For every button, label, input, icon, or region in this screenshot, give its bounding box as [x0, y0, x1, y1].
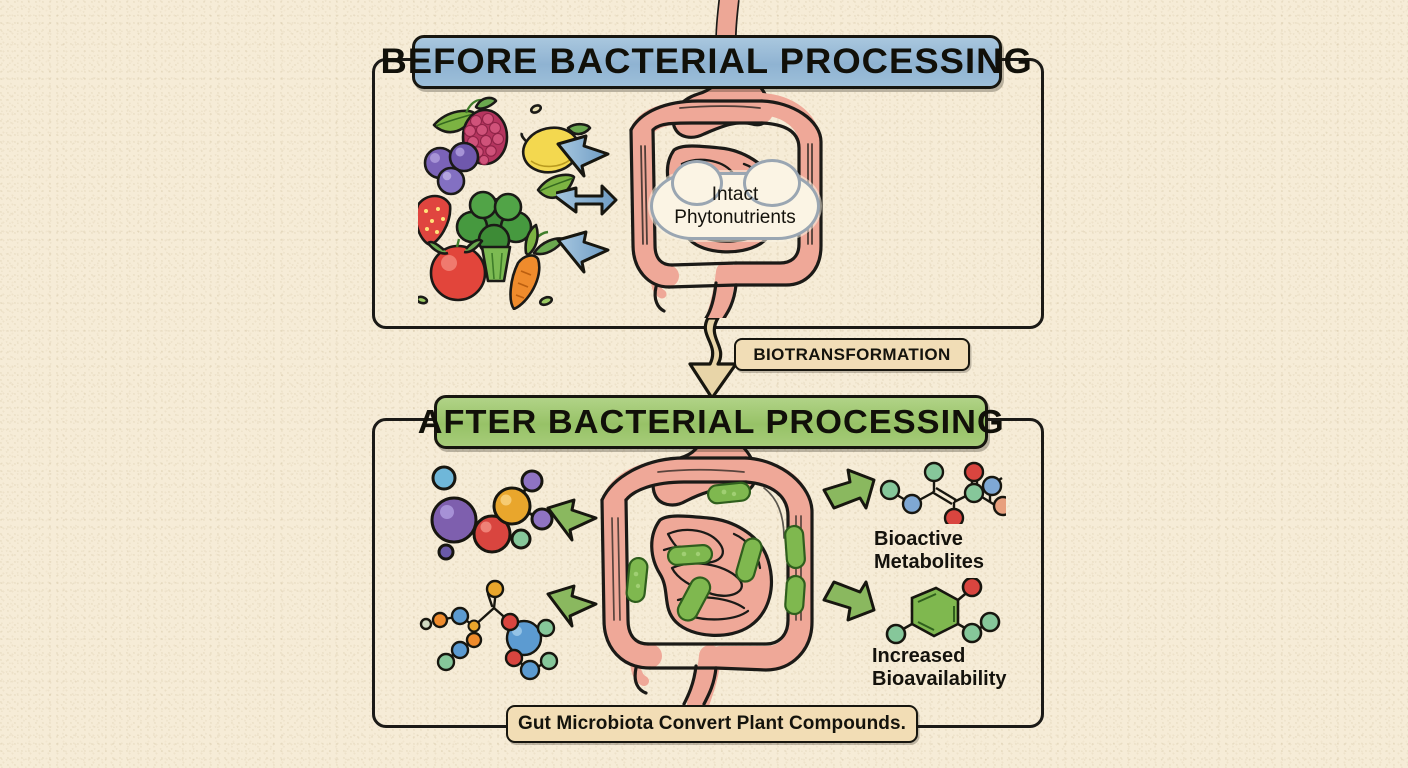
molecule-cluster-large [430, 465, 554, 561]
green-output-arrows [822, 468, 876, 622]
banner-after-bacterial-processing: AFTER BACTERIAL PROCESSING [417, 395, 1003, 449]
plant-foods-illustration [418, 96, 592, 310]
molecule-cluster-small [419, 579, 559, 681]
bioactive-metabolite-molecule [879, 461, 1006, 524]
banner-before-label: BEFORE BACTERIAL PROCESSING [380, 42, 1034, 81]
biotransformation-arrow [688, 318, 738, 400]
blue-input-arrows [556, 134, 618, 274]
callout-bubble [650, 159, 820, 240]
banner-after-label: AFTER BACTERIAL PROCESSING [417, 403, 1005, 440]
caption-label: Gut Microbiota Convert Plant Compounds. [517, 713, 907, 734]
caption-chip: Gut Microbiota Convert Plant Compounds. [506, 705, 918, 743]
banner-before-bacterial-processing: BEFORE BACTERIAL PROCESSING [381, 35, 1032, 89]
increased-bioavailability-molecule [885, 578, 1001, 645]
callout-label: Intact Phytonutrients [674, 184, 796, 228]
increased-bioavailability-label: Increased Bioavailability [872, 645, 1007, 690]
biotransformation-label: BIOTRANSFORMATION [753, 344, 951, 364]
intact-phytonutrients-callout: Intact Phytonutrients [650, 159, 820, 240]
digestive-tract-after [600, 430, 814, 706]
green-input-arrows [546, 498, 598, 628]
bioactive-metabolites-label: Bioactive Metabolites [874, 528, 985, 573]
biotransformation-chip: BIOTRANSFORMATION [734, 338, 970, 371]
